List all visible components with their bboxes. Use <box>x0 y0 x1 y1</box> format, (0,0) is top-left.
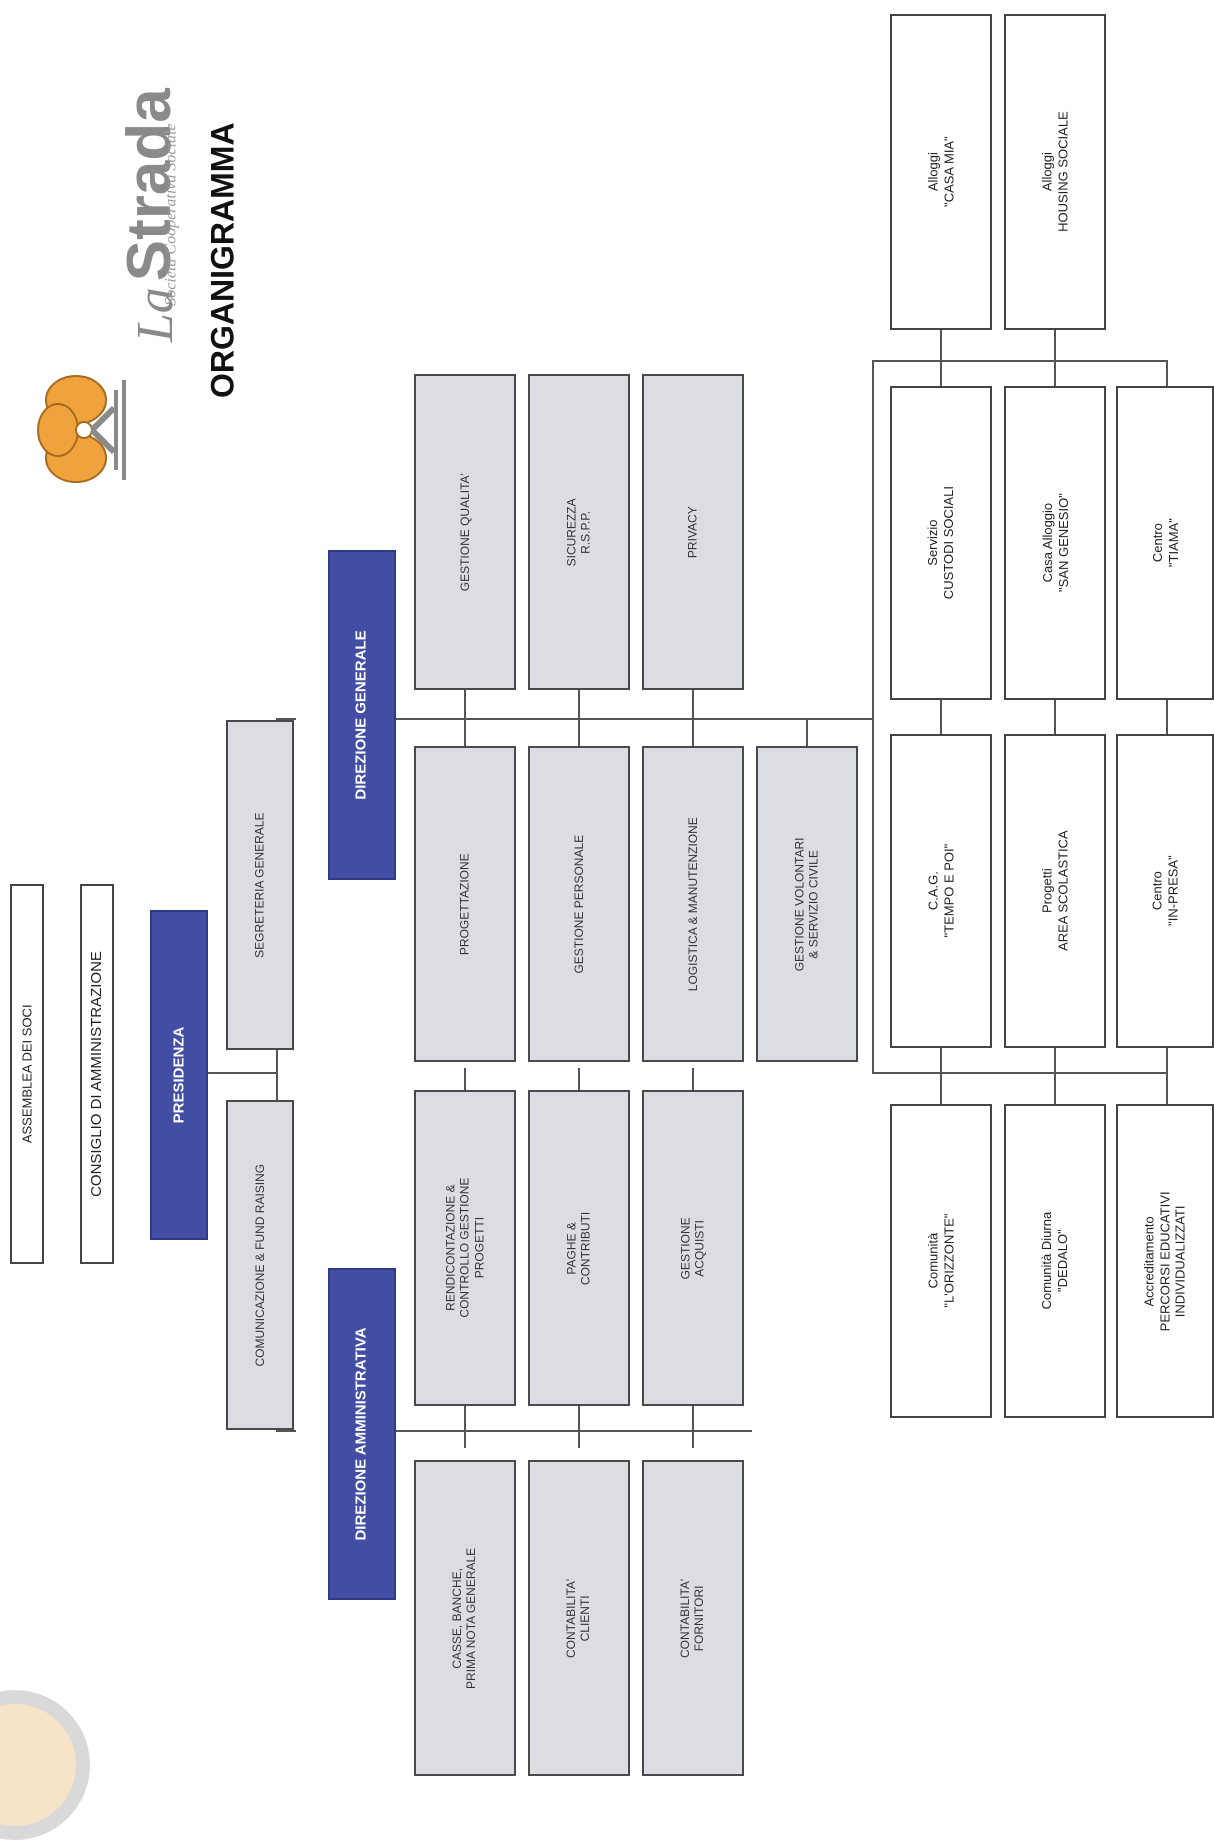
node-label: Alloggi HOUSING SOCIALE <box>1039 111 1071 233</box>
node-label: DIREZIONE GENERALE <box>353 630 370 800</box>
logo-emblem-icon <box>37 375 126 483</box>
logo-subtitle: Società Cooperativa Sociale <box>162 123 180 307</box>
node-label: Comunità "L'ORIZZONTE" <box>925 1213 956 1309</box>
node-contabilita-fornitori: CONTABILITA' FORNITORI <box>642 1460 744 1776</box>
page-title: ORGANIGRAMMA <box>204 122 241 398</box>
node-label: PAGHE & CONTRIBUTI <box>564 1211 593 1285</box>
node-label: DIREZIONE AMMINISTRATIVA <box>353 1327 371 1541</box>
node-accreditamento: Accreditamento PERCORSI EDUCATIVI INDIVI… <box>1116 1104 1214 1418</box>
connector <box>352 1430 752 1432</box>
node-casa-mia: Alloggi "CASA MIA" <box>890 14 992 330</box>
node-logistica: LOGISTICA & MANUTENZIONE <box>642 746 744 1062</box>
corner-decoration <box>0 1690 90 1840</box>
node-label: RENDICONTAZIONE & CONTROLLO GESTIONE PRO… <box>443 1177 487 1319</box>
node-assemblea: ASSEMBLEA DEI SOCI <box>10 884 44 1264</box>
node-label: Centro "IN-PRESA" <box>1149 855 1180 927</box>
node-label: SICUREZZA R.S.P.P. <box>564 497 593 567</box>
node-casse: CASSE, BANCHE, PRIMA NOTA GENERALE <box>414 1460 516 1776</box>
node-label: GESTIONE VOLONTARI & SERVIZIO CIVILE <box>792 837 821 971</box>
connector <box>872 1072 1168 1074</box>
node-presidenza: PRESIDENZA <box>150 910 208 1240</box>
connector <box>1054 700 1056 734</box>
node-dir-amministrativa: DIREZIONE AMMINISTRATIVA <box>328 1268 396 1600</box>
node-label: C.A.G. "TEMPO E POI" <box>925 844 956 938</box>
connector <box>872 360 1168 362</box>
node-comunita-orizzonte: Comunità "L'ORIZZONTE" <box>890 1104 992 1418</box>
node-centro-tiama: Centro "TIAMA" <box>1116 386 1214 700</box>
connector <box>1054 1044 1056 1104</box>
node-consiglio: CONSIGLIO DI AMMINISTRAZIONE <box>80 884 114 1264</box>
connector <box>940 700 942 734</box>
node-comunita-dedalo: Comunità Diurna "DEDALO" <box>1004 1104 1106 1418</box>
connector <box>940 330 942 390</box>
logo: La Strada Società Cooperativa Sociale <box>36 60 206 490</box>
node-label: PRIVACY <box>685 506 700 558</box>
node-paghe: PAGHE & CONTRIBUTI <box>528 1090 630 1406</box>
connector <box>806 718 808 746</box>
connector <box>1166 360 1168 390</box>
node-label: GESTIONE QUALITA' <box>457 472 472 592</box>
node-progettazione: PROGETTAZIONE <box>414 746 516 1062</box>
connector <box>276 1430 296 1432</box>
node-label: ASSEMBLEA DEI SOCI <box>19 1004 35 1144</box>
connector <box>872 360 874 1072</box>
node-segreteria: SEGRETERIA GENERALE <box>226 720 294 1050</box>
node-gestione-acquisti: GESTIONE ACQUISTI <box>642 1090 744 1406</box>
node-label: GESTIONE ACQUISTI <box>678 1216 707 1280</box>
node-label: Progetti AREA SCOLASTICA <box>1039 830 1070 952</box>
connector <box>1166 1044 1168 1104</box>
node-cag: C.A.G. "TEMPO E POI" <box>890 734 992 1048</box>
node-qualita: GESTIONE QUALITA' <box>414 374 516 690</box>
node-label: PROGETTAZIONE <box>457 853 472 955</box>
connector <box>262 1072 278 1074</box>
connector <box>940 1044 942 1104</box>
node-rendicontazione: RENDICONTAZIONE & CONTROLLO GESTIONE PRO… <box>414 1090 516 1406</box>
node-volontari: GESTIONE VOLONTARI & SERVIZIO CIVILE <box>756 746 858 1062</box>
node-label: CASSE, BANCHE, PRIMA NOTA GENERALE <box>450 1547 479 1689</box>
node-label: SEGRETERIA GENERALE <box>252 812 267 958</box>
node-label: Casa Alloggio "SAN GENESIO" <box>1039 493 1070 593</box>
node-gestione-personale: GESTIONE PERSONALE <box>528 746 630 1062</box>
node-privacy: PRIVACY <box>642 374 744 690</box>
node-label: Centro "TIAMA" <box>1149 518 1180 568</box>
node-label: Accreditamento PERCORSI EDUCATIVI INDIVI… <box>1141 1191 1188 1331</box>
connector <box>1166 700 1168 734</box>
connector <box>276 718 296 720</box>
node-san-genesio: Casa Alloggio "SAN GENESIO" <box>1004 386 1106 700</box>
node-label: GESTIONE PERSONALE <box>571 834 586 974</box>
node-label: Servizio CUSTODI SOCIALI <box>925 486 956 600</box>
node-comunicazione: COMUNICAZIONE & FUND RAISING <box>226 1100 294 1430</box>
node-custodi-sociali: Servizio CUSTODI SOCIALI <box>890 386 992 700</box>
connector <box>186 1072 276 1074</box>
node-label: CONTABILITA' FORNITORI <box>678 1578 707 1658</box>
node-sicurezza: SICUREZZA R.S.P.P. <box>528 374 630 690</box>
connector <box>352 718 872 720</box>
node-housing-sociale: Alloggi HOUSING SOCIALE <box>1004 14 1106 330</box>
node-label: CONTABILITA' CLIENTI <box>564 1578 593 1658</box>
node-contabilita-clienti: CONTABILITA' CLIENTI <box>528 1460 630 1776</box>
node-centro-inpresa: Centro "IN-PRESA" <box>1116 734 1214 1048</box>
node-label: Comunità Diurna "DEDALO" <box>1039 1212 1070 1310</box>
node-label: COMUNICAZIONE & FUND RAISING <box>252 1163 267 1367</box>
connector <box>1054 330 1056 390</box>
node-label: Alloggi "CASA MIA" <box>925 136 956 208</box>
node-label: PRESIDENZA <box>170 1026 187 1124</box>
node-progetti-scolastica: Progetti AREA SCOLASTICA <box>1004 734 1106 1048</box>
node-dir-generale: DIREZIONE GENERALE <box>328 550 396 880</box>
page-title-wrap: ORGANIGRAMMA <box>200 100 246 420</box>
node-label: LOGISTICA & MANUTENZIONE <box>685 816 700 992</box>
node-label: CONSIGLIO DI AMMINISTRAZIONE <box>88 951 106 1197</box>
